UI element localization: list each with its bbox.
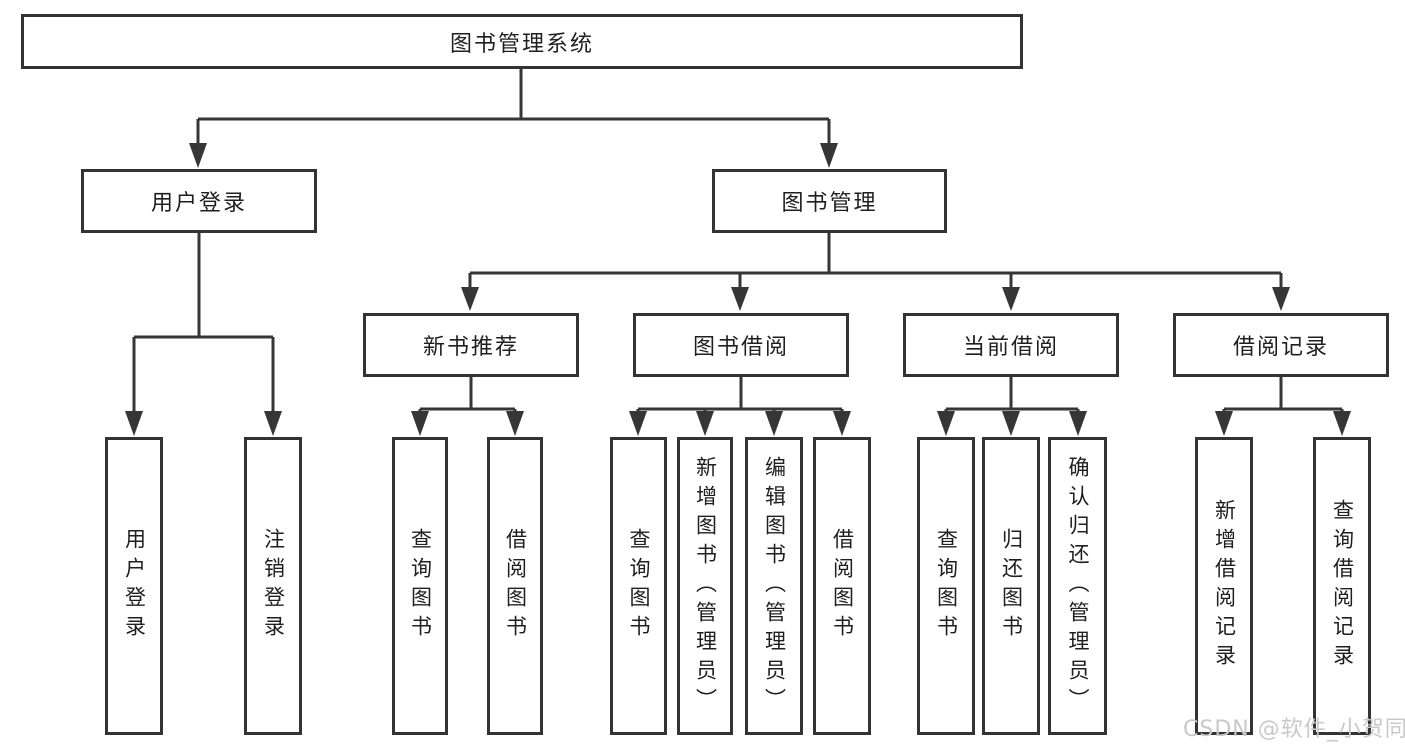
connector-borrow-records-to-children: [1215, 377, 1351, 436]
node-leaf-bb-query: 查询图书: [610, 437, 667, 735]
node-leaf-bb-edit: 编辑图书（管理员）: [745, 437, 803, 735]
connector-book-borrow-to-children: [629, 377, 851, 436]
node-leaf-nbr-query-label: 查询图书: [408, 528, 433, 644]
node-leaf-br-add: 新增借阅记录: [1195, 437, 1253, 735]
csdn-watermark: CSDN @软件_小贺同学: [1183, 717, 1405, 742]
node-leaf-br-query: 查询借阅记录: [1313, 437, 1371, 735]
node-book-borrow-label: 图书借阅: [692, 335, 789, 360]
node-leaf-bb-add-label: 新增图书（管理员）: [693, 455, 718, 717]
node-user-login-label: 用户登录: [150, 191, 247, 216]
node-leaf-nbr-borrow: 借阅图书: [487, 437, 543, 735]
node-leaf-logout: 注销登录: [244, 437, 302, 735]
node-leaf-cb-return: 归还图书: [982, 437, 1040, 735]
node-book-mgmt-label: 图书管理: [781, 191, 878, 216]
node-current-borrow-label: 当前借阅: [962, 335, 1059, 360]
node-leaf-br-add-label: 新增借阅记录: [1212, 499, 1237, 673]
connector-book-mgmt-to-level3: [461, 233, 1290, 311]
node-leaf-bb-borrow-label: 借阅图书: [830, 528, 855, 644]
node-leaf-nbr-query: 查询图书: [392, 437, 448, 735]
node-borrow-records: 借阅记录: [1173, 313, 1389, 377]
node-leaf-nbr-borrow-label: 借阅图书: [503, 528, 528, 644]
node-user-login: 用户登录: [81, 169, 317, 233]
node-root: 图书管理系统: [21, 14, 1023, 69]
node-leaf-cb-query: 查询图书: [917, 437, 975, 735]
node-book-mgmt: 图书管理: [712, 169, 947, 233]
connector-current-borrow-to-children: [937, 377, 1087, 436]
node-leaf-cb-return-label: 归还图书: [999, 528, 1024, 644]
node-current-borrow: 当前借阅: [903, 313, 1119, 377]
connector-new-book-rec-to-children: [411, 377, 524, 436]
node-borrow-records-label: 借阅记录: [1232, 335, 1329, 360]
node-leaf-cb-confirm-label: 确认归还（管理员）: [1066, 455, 1090, 717]
node-leaf-br-query-label: 查询借阅记录: [1330, 499, 1355, 673]
node-leaf-cb-confirm: 确认归还（管理员）: [1048, 437, 1107, 735]
node-leaf-cb-query-label: 查询图书: [934, 528, 959, 644]
node-leaf-bb-query-label: 查询图书: [627, 528, 651, 644]
node-new-book-rec-label: 新书推荐: [422, 335, 519, 360]
connector-user-login-to-children: [125, 233, 282, 436]
node-book-borrow: 图书借阅: [633, 313, 849, 377]
node-leaf-user-login: 用户登录: [105, 437, 163, 735]
connector-root-to-level2: [189, 69, 838, 168]
node-leaf-bb-add: 新增图书（管理员）: [677, 437, 733, 735]
node-root-label: 图书管理系统: [449, 31, 594, 57]
node-leaf-bb-borrow: 借阅图书: [813, 437, 871, 735]
node-leaf-user-login-label: 用户登录: [122, 528, 147, 644]
node-new-book-rec: 新书推荐: [363, 313, 579, 377]
node-leaf-logout-label: 注销登录: [261, 528, 286, 644]
node-leaf-bb-edit-label: 编辑图书（管理员）: [762, 455, 787, 717]
